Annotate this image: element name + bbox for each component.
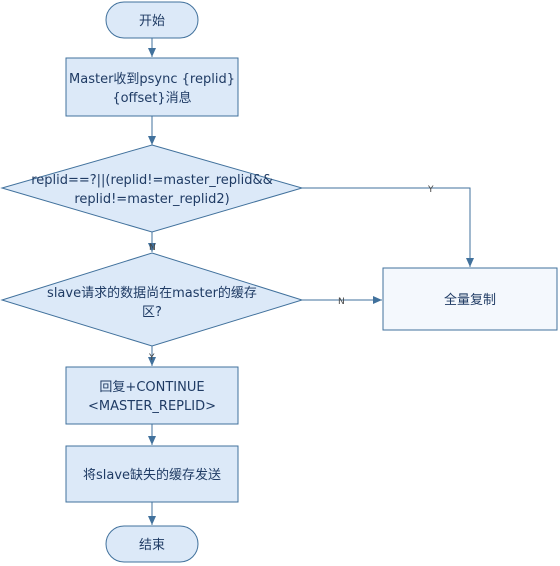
receive-psync-line-1: Master收到psync {replid} (69, 72, 235, 87)
start-node: 开始 (105, 1, 199, 39)
edge-label-replid-yes: Y (427, 185, 434, 195)
reply-continue-line-2: <MASTER_REPLID> (88, 399, 216, 414)
receive-psync-node: Master收到psync {replid} {offset}消息 (65, 57, 239, 117)
receive-psync-line-2: {offset}消息 (112, 90, 191, 106)
send-missing-node: 将slave缺失的缓存发送 (65, 445, 239, 503)
check-replid-line-1: replid==?||(replid!=master_replid&& (31, 173, 273, 188)
check-replid-line-2: replid!=master_replid2) (74, 192, 229, 207)
full-resync-node: 全量复制 (382, 267, 558, 331)
check-cache-line-1: slave请求的数据尚在master的缓存 (47, 285, 257, 301)
reply-continue-line-1: 回复+CONTINUE (99, 380, 204, 395)
edge-label-cache-no: N (338, 297, 345, 307)
end-label: 结束 (139, 538, 165, 553)
check-cache-decision: slave请求的数据尚在master的缓存 区? (0, 252, 304, 347)
check-cache-line-2: 区? (142, 305, 162, 320)
send-missing-label: 将slave缺失的缓存发送 (83, 467, 221, 483)
start-label: 开始 (139, 14, 165, 29)
reply-continue-node: 回复+CONTINUE <MASTER_REPLID> (65, 366, 239, 425)
edge-label-replid-no: N (149, 243, 156, 253)
edge-label-cache-yes: Y (148, 353, 155, 363)
full-resync-label: 全量复制 (444, 292, 496, 308)
end-node: 结束 (105, 525, 199, 563)
connector-check-replid-yes (302, 187, 474, 267)
check-replid-decision: replid==?||(replid!=master_replid&& repl… (0, 144, 304, 233)
